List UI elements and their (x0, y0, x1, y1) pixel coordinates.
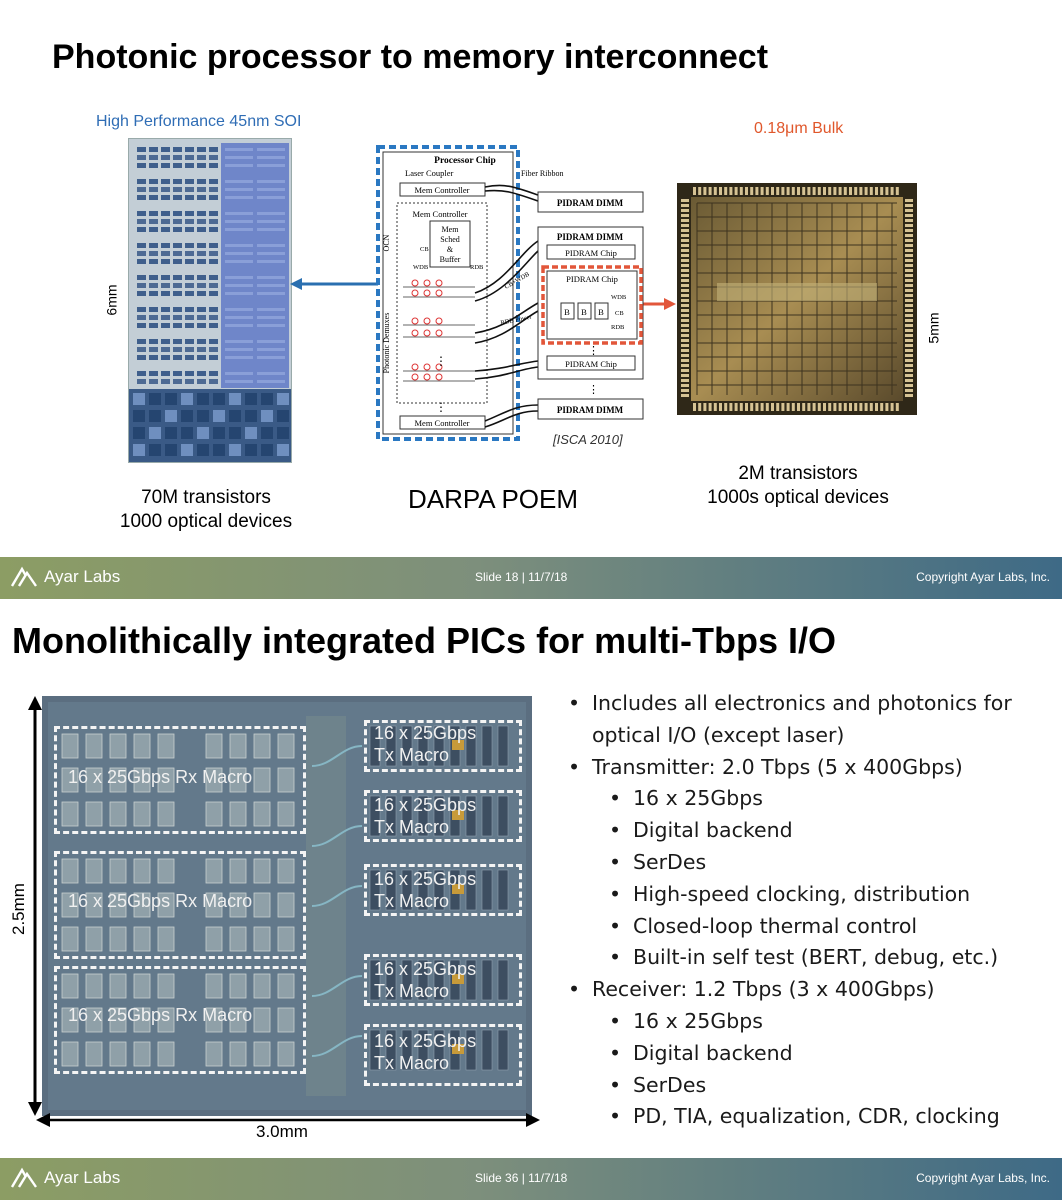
wdb-label: WDB (413, 264, 429, 271)
laser-coupler-label: Laser Coupler (405, 168, 454, 178)
pidram-chip-3: PIDRAM Chip (565, 359, 617, 369)
pidram-chip-2: PIDRAM Chip (566, 274, 618, 284)
darpa-poem-caption: DARPA POEM (408, 484, 579, 514)
slide-title: Monolithically integrated PICs for multi… (12, 620, 837, 661)
bank-1: B (564, 307, 570, 317)
bulk-transistor-count: 2M transistors (738, 463, 858, 484)
slide-number: Slide 36 | 11/7/18 (475, 1171, 568, 1185)
ayar-logo-icon (10, 566, 37, 587)
cb-label: CB (420, 246, 429, 253)
height-dimension: 2.5mm (9, 883, 28, 935)
slide-title: Photonic processor to memory interconnec… (52, 38, 769, 76)
arrow-right-icon (640, 298, 676, 310)
width-dimension: 3.0mm (256, 1122, 308, 1141)
bullet-item: Includes all electronics and photonics f… (565, 688, 1055, 752)
tx-macro-2 (364, 790, 522, 842)
pidram-wdb-label: WDB (611, 294, 627, 301)
bank-3: B (598, 307, 604, 317)
bulk-die-photo (677, 183, 917, 415)
bulk-process-label: 0.18μm Bulk (754, 120, 844, 137)
sub-bullet-item: Closed-loop thermal control (565, 911, 1055, 943)
tx-macro-3 (364, 864, 522, 916)
width-arrow-icon (36, 1113, 540, 1127)
tx-macro-4 (364, 954, 522, 1006)
tx-macro-5 (364, 1024, 522, 1086)
sub-bullet-item: SerDes (565, 847, 1055, 879)
bullet-item: Receiver: 1.2 Tbps (3 x 400Gbps) (565, 974, 1055, 1006)
slide-18-footer: Ayar Labs Slide 18 | 11/7/18 Copyright A… (0, 557, 1062, 599)
slide-number: Slide 18 | 11/7/18 (475, 570, 568, 584)
rx-macro-3-label: 16 x 25Gbps Rx Macro (68, 1005, 253, 1025)
ellipsis-left-bottom: ⋮ (435, 400, 447, 414)
poem-architecture-diagram: Processor Chip Laser Coupler Mem Control… (376, 145, 644, 441)
sub-bullet-item: 16 x 25Gbps (565, 783, 1055, 815)
bullet-item: Transmitter: 2.0 Tbps (5 x 400Gbps) (565, 752, 1055, 784)
ellipsis-right-bottom: ⋮ (588, 384, 599, 396)
soi-die-photo (128, 138, 292, 463)
mem-sched-line-4: Buffer (440, 255, 461, 264)
soi-process-label: High Performance 45nm SOI (96, 113, 302, 130)
pidram-chip-1: PIDRAM Chip (565, 248, 617, 258)
mem-controller-bottom: Mem Controller (414, 418, 469, 428)
sub-bullet-item: PD, TIA, equalization, CDR, clocking (565, 1101, 1055, 1133)
pidram-dimm-mid: PIDRAM DIMM (557, 232, 624, 242)
soi-transistor-count: 70M transistors (141, 487, 271, 508)
rx-macro-2-label: 16 x 25Gbps Rx Macro (68, 891, 253, 911)
rdb-label: RDB (470, 264, 484, 271)
height-arrow-icon (28, 696, 42, 1116)
mem-sched-line-2: Sched (440, 235, 460, 244)
fiber-ribbon-label: Fiber Ribbon (521, 169, 563, 178)
pidram-rdb-label: RDB (611, 324, 625, 331)
soi-caption: 70M transistors 1000 optical devices (108, 486, 304, 534)
bulk-caption: 2M transistors 1000s optical devices (690, 462, 906, 510)
photonic-demuxes-label: Photonic Demuxes (382, 313, 391, 374)
ellipsis-right: ⋮ (588, 345, 599, 357)
soi-optical-count: 1000 optical devices (119, 511, 293, 532)
brand-name: Ayar Labs (44, 1168, 121, 1187)
sub-bullet-item: 16 x 25Gbps (565, 1006, 1055, 1038)
rx-macro-1 (54, 726, 306, 834)
pidram-dimm-top: PIDRAM DIMM (557, 198, 624, 208)
ayar-labs-logo: Ayar Labs (10, 1167, 120, 1189)
ellipsis-left: ⋮ (435, 354, 447, 368)
mem-sched-line-1: Mem (442, 225, 460, 234)
pic-die-photo: 16 x 25Gbps Rx Macro 16 x 25Gbps Rx Macr… (42, 696, 532, 1116)
bulk-height-dimension: 5mm (925, 312, 942, 344)
sub-bullet-item: SerDes (565, 1070, 1055, 1102)
arrow-left-icon (290, 278, 378, 290)
sub-bullet-item: Digital backend (565, 1038, 1055, 1070)
copyright: Copyright Ayar Labs, Inc. (916, 1171, 1050, 1185)
feature-bullet-list: Includes all electronics and photonics f… (565, 688, 1055, 1133)
pidram-cb-label: CB (615, 310, 624, 317)
slide-36: Monolithically integrated PICs for multi… (0, 600, 1062, 1200)
bank-2: B (581, 307, 587, 317)
rx-macro-2 (54, 851, 306, 959)
sub-bullet-item: Built-in self test (BERT, debug, etc.) (565, 942, 1055, 974)
brand-name: Ayar Labs (44, 567, 121, 586)
sub-bullet-item: High-speed clocking, distribution (565, 879, 1055, 911)
pidram-dimm-bottom: PIDRAM DIMM (557, 405, 624, 415)
mem-controller-mid: Mem Controller (412, 209, 467, 219)
ocn-label: OCN (382, 234, 391, 251)
mem-controller-top: Mem Controller (414, 185, 469, 195)
soi-height-dimension: 6mm (103, 284, 120, 316)
tx-macro-1 (364, 720, 522, 772)
rx-macro-1-label: 16 x 25Gbps Rx Macro (68, 767, 253, 787)
citation: [ISCA 2010] (553, 432, 623, 447)
sub-bullet-item: Digital backend (565, 815, 1055, 847)
rx-macro-3 (54, 966, 306, 1074)
ayar-labs-logo: Ayar Labs (10, 566, 120, 588)
slide-36-footer: Ayar Labs Slide 36 | 11/7/18 Copyright A… (0, 1158, 1062, 1200)
mem-sched-line-3: & (447, 245, 454, 254)
processor-chip-label: Processor Chip (434, 156, 496, 166)
slide-18: Photonic processor to memory interconnec… (52, 38, 942, 534)
ayar-logo-icon (10, 1167, 37, 1188)
copyright: Copyright Ayar Labs, Inc. (916, 570, 1050, 584)
bulk-optical-count: 1000s optical devices (707, 487, 889, 508)
